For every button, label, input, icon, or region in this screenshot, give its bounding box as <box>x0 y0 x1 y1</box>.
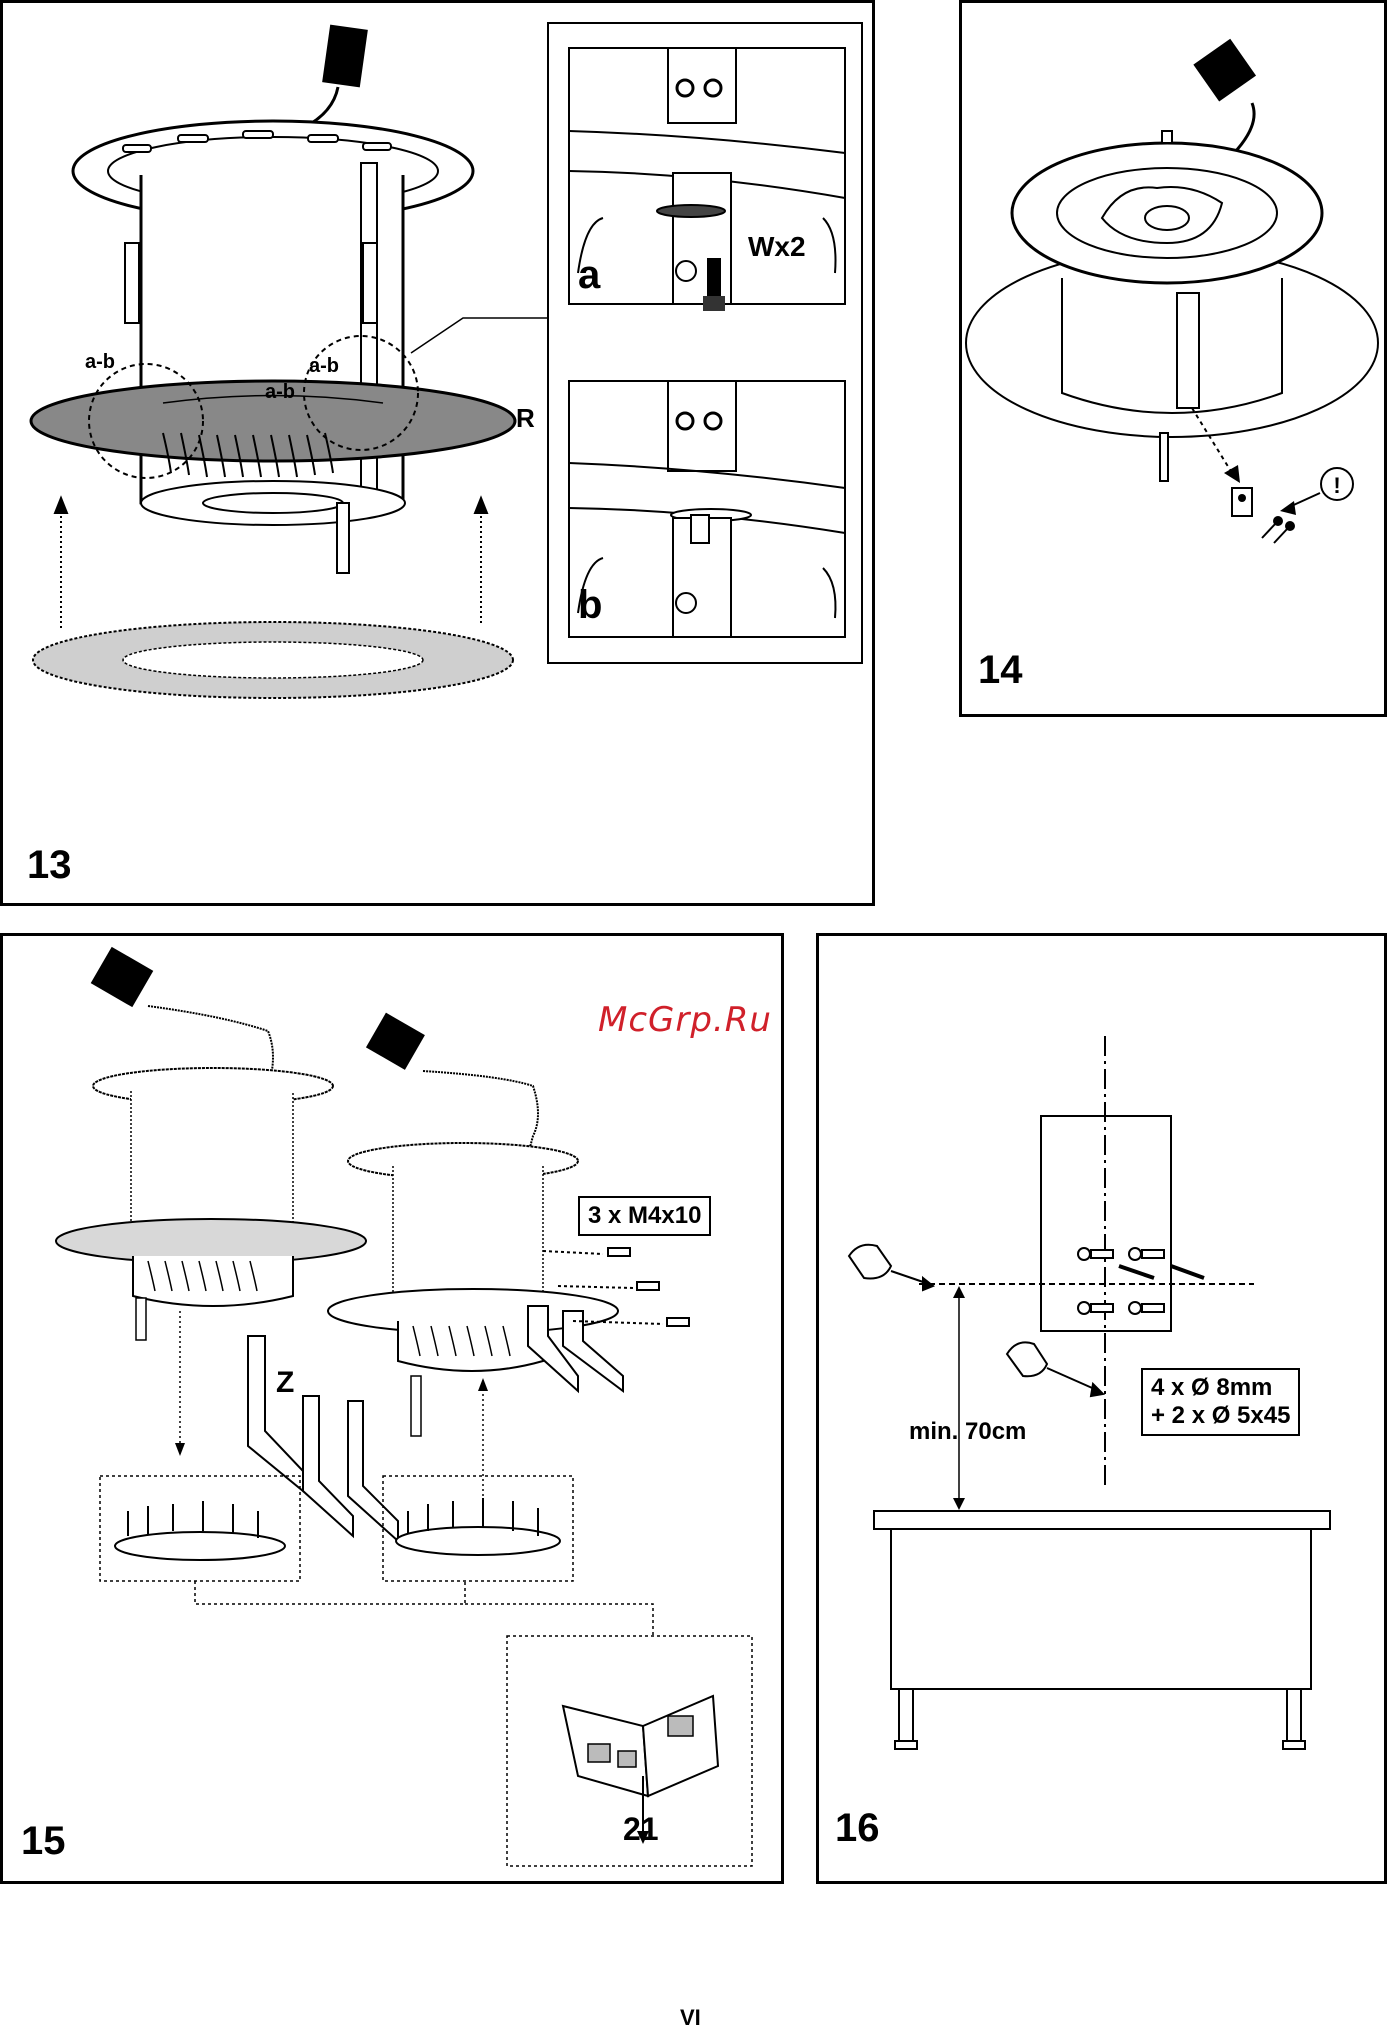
filter-frame-icon <box>248 1336 398 1541</box>
label-wx2: Wx2 <box>748 231 806 263</box>
step-16-illustration <box>819 936 1387 1887</box>
panel-step-14: ! 14 <box>959 0 1387 717</box>
panel-step-15: 3 x M4x10 Z 21 15 <box>0 933 784 1884</box>
hob-icon <box>874 1511 1330 1749</box>
label-r: R <box>516 403 535 434</box>
hood-left-icon <box>56 1068 366 1340</box>
step-13-illustration <box>3 3 878 909</box>
step-number-14: 14 <box>978 648 1023 693</box>
fixings-line-1: 4 x Ø 8mm <box>1151 1374 1290 1402</box>
hood-right-icon <box>328 1143 623 1436</box>
screw-icon <box>1262 517 1294 543</box>
detail-b-illustration <box>569 381 845 637</box>
panel-step-16: min. 70cm 4 x Ø 8mm + 2 x Ø 5x45 16 <box>816 933 1387 1884</box>
watermark-text: McGrp.Ru <box>598 1000 772 1040</box>
label-b: b <box>578 583 602 628</box>
warning-icon: ! <box>1321 468 1353 500</box>
panel-step-13: a-b a-b a-b R a Wx2 b 13 <box>0 0 875 906</box>
label-ref-21: 21 <box>623 1811 659 1848</box>
hood-frame-icon <box>966 131 1378 481</box>
page-number: VI <box>680 2005 701 2031</box>
hood-chimney-icon <box>31 121 548 573</box>
trim-ring-icon <box>33 622 513 698</box>
wall-plug-icon <box>1078 1248 1204 1314</box>
label-fixings: 4 x Ø 8mm + 2 x Ø 5x45 <box>1141 1368 1300 1436</box>
fixings-line-2: + 2 x Ø 5x45 <box>1151 1402 1290 1430</box>
label-ab-mid: a-b <box>265 381 295 404</box>
step-number-15: 15 <box>21 1819 66 1864</box>
label-z: Z <box>276 1366 294 1400</box>
label-a: a <box>578 253 600 298</box>
label-ab-left: a-b <box>85 351 115 374</box>
detail-a-illustration <box>569 48 845 311</box>
step-number-16: 16 <box>835 1806 880 1851</box>
step-number-13: 13 <box>27 843 72 888</box>
svg-text:!: ! <box>1333 473 1340 498</box>
drill-icon <box>849 1245 1103 1396</box>
bracket-icon <box>1232 488 1252 516</box>
label-min-height: min. 70cm <box>909 1418 1026 1446</box>
label-screws-m4x10: 3 x M4x10 <box>578 1196 711 1236</box>
label-ab-right: a-b <box>309 355 339 378</box>
step-15-illustration <box>3 936 787 1887</box>
step-14-illustration: ! <box>962 3 1387 720</box>
